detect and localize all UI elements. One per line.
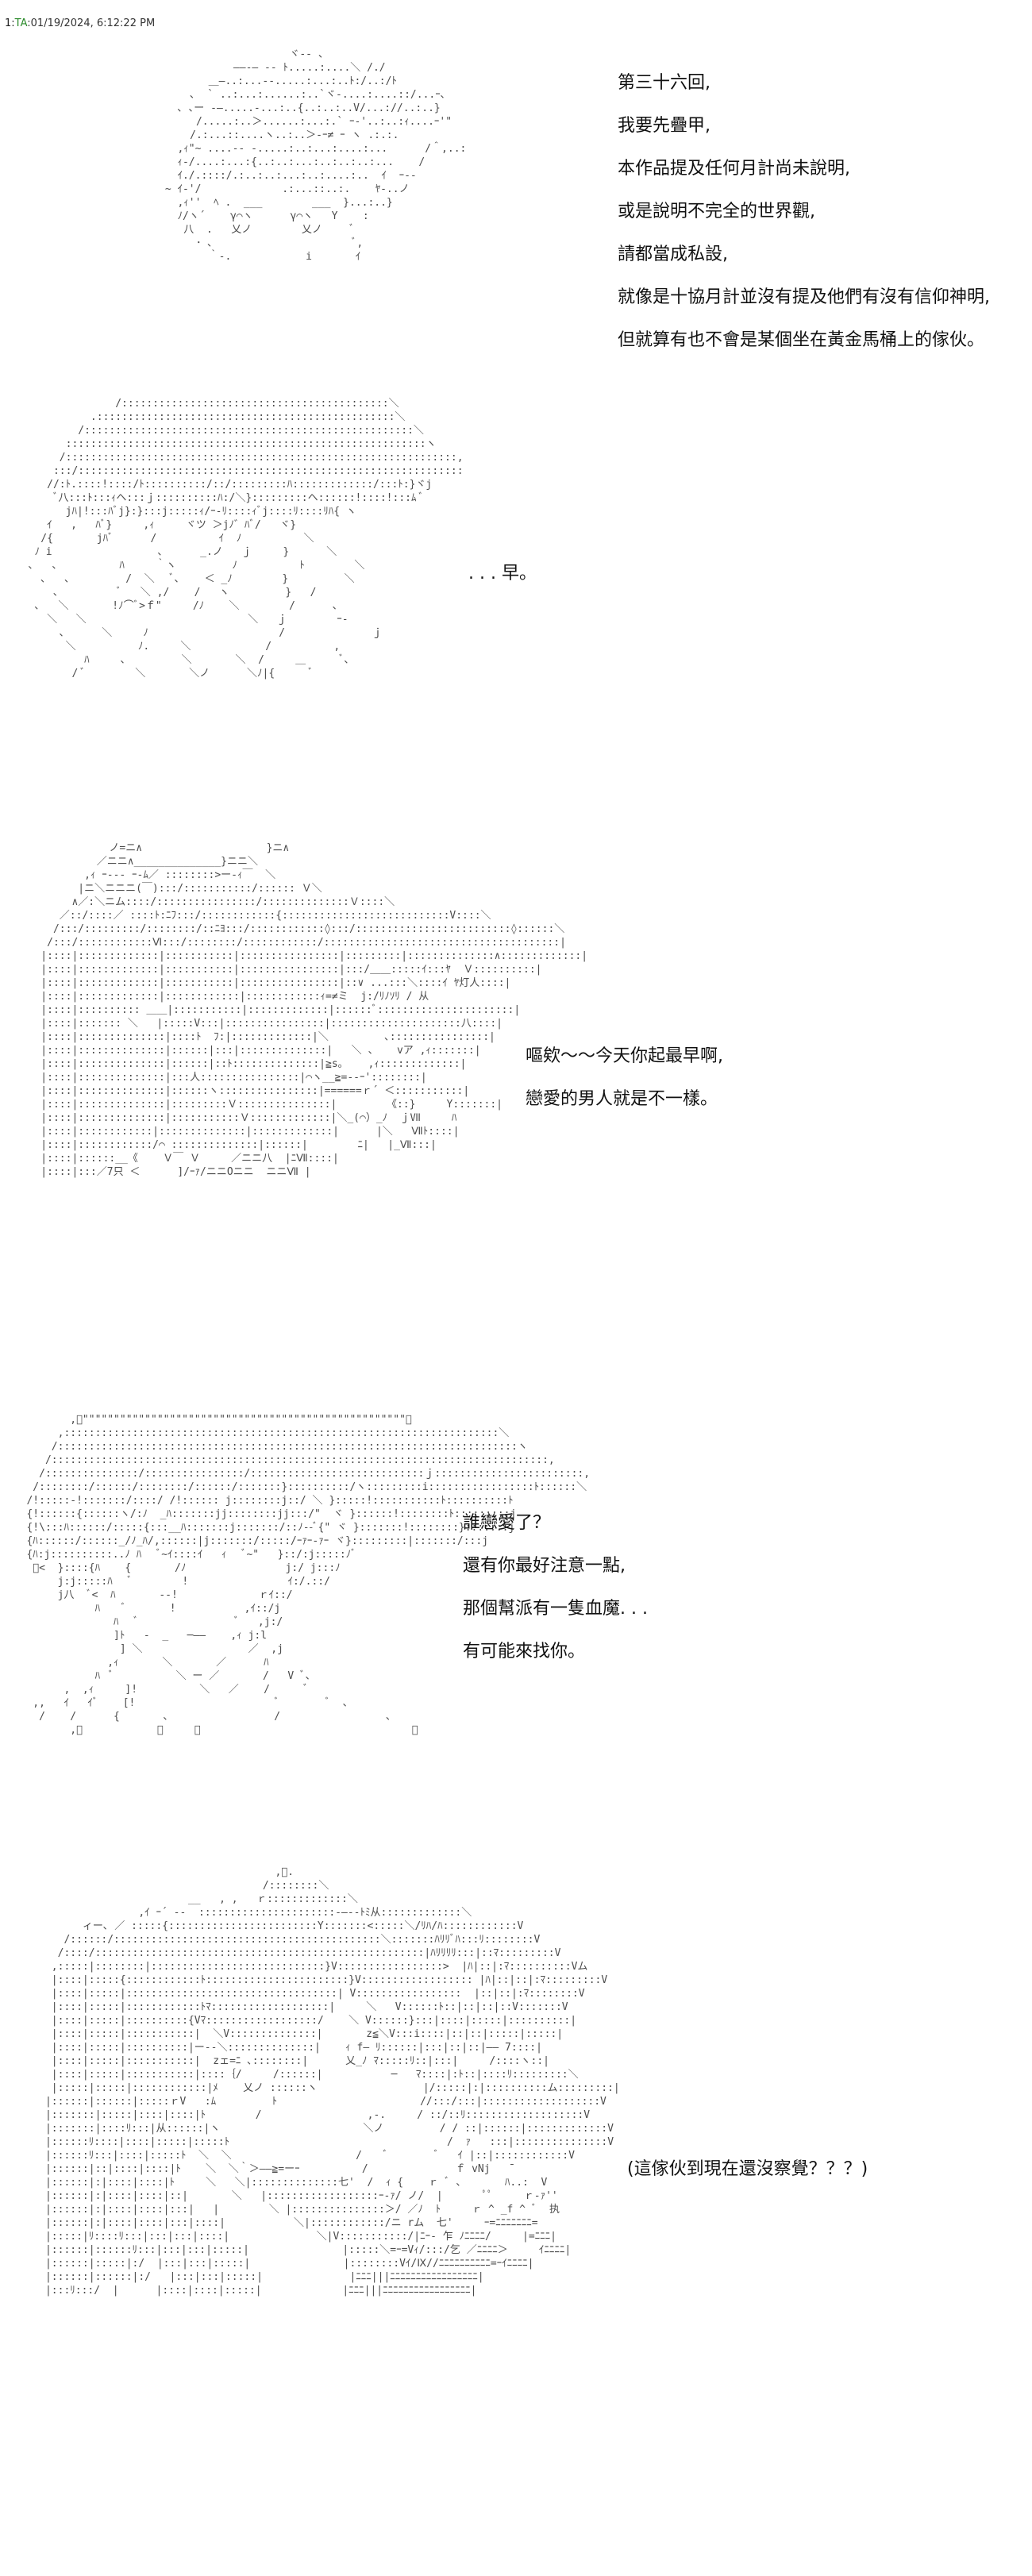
ascii-art-figure-2: /:::::::::::::::::::::::::::::::::::::::…: [28, 398, 464, 680]
dialogue-line: 還有你最好注意一點,: [463, 1556, 626, 1576]
dialogue-3: 嘔欸～～今天你起最早啊, 戀愛的男人就是不一樣。: [526, 1035, 723, 1121]
dialogue-line: (這傢伙到現在還沒察覺？？？): [627, 2159, 868, 2179]
dialogue-line: 戀愛的男人就是不一樣。: [526, 1089, 718, 1109]
scene-4: ,ﾞ""""""""""""""""""""""""""""""""""""""…: [0, 1413, 1032, 1842]
scene-2: /:::::::::::::::::::::::::::::::::::::::…: [0, 397, 1032, 826]
post-header: 1:TA:01/19/2024, 6:12:22 PM: [5, 17, 155, 29]
ascii-art-figure-5: ,ﾞ. /::::::::＼ __ , , ｒ:::::::::::::＼ ,ｲ…: [44, 1866, 620, 2297]
dialogue-2: . . . 早。: [468, 553, 537, 595]
dialogue-line: . . . 早。: [468, 564, 537, 583]
ascii-art-figure-4: ,ﾞ""""""""""""""""""""""""""""""""""""""…: [26, 1414, 591, 1736]
dialogue-line: 誰戀愛了？: [463, 1513, 551, 1533]
dialogue-line: 請都當成私設,: [618, 245, 728, 264]
scene-1: ヾ-- 、 ――-― -‐ ﾄ.....:....＼ /./ ＿―..:...‐…: [0, 48, 1032, 381]
dialogue-line: 本作品提及任何月計尚未說明,: [618, 159, 850, 179]
dialogue-line: 我要先疊甲,: [618, 116, 710, 136]
dialogue-line: 嘔欸～～今天你起最早啊,: [526, 1046, 723, 1066]
dialogue-4: 誰戀愛了？ 還有你最好注意一點, 那個幫派有一隻血魔. . . 有可能來找你。: [463, 1502, 648, 1673]
dialogue-line: 或是說明不完全的世界觀,: [618, 202, 815, 221]
dialogue-1: 第三十六回, 我要先疊甲, 本作品提及任何月計尚未說明, 或是說明不完全的世界觀…: [618, 62, 990, 362]
dialogue-5: (這傢伙到現在還沒察覺？？？): [627, 2148, 868, 2191]
ascii-art-figure-1: ヾ-- 、 ――-― -‐ ﾄ.....:....＼ /./ ＿―..:...‐…: [164, 48, 467, 263]
post-date: :01/19/2024, 6:12:22 PM: [27, 17, 156, 29]
dialogue-line: 第三十六回,: [618, 73, 710, 93]
dialogue-line: 但就算有也不會是某個坐在黃金馬桶上的傢伙。: [618, 330, 985, 350]
dialogue-line: 有可能來找你。: [463, 1642, 586, 1662]
post-number: 1: [5, 17, 12, 29]
post-separator: :: [11, 17, 15, 29]
scene-5: ,ﾞ. /::::::::＼ __ , , ｒ:::::::::::::＼ ,ｲ…: [0, 1866, 1032, 2564]
post-id: TA: [14, 17, 28, 29]
dialogue-line: 那個幫派有一隻血魔. . .: [463, 1599, 648, 1619]
dialogue-line: 就像是十協月計並沒有提及他們有沒有信仰神明,: [618, 287, 990, 307]
scene-3: ノ=ニ∧ }ニ∧ ／ニニ∧______________}ニニ＼ ,ｨ ｰ‐-- …: [0, 841, 1032, 1397]
ascii-art-figure-3: ノ=ニ∧ }ニ∧ ／ニニ∧______________}ニニ＼ ,ｨ ｰ‐-- …: [40, 842, 588, 1178]
